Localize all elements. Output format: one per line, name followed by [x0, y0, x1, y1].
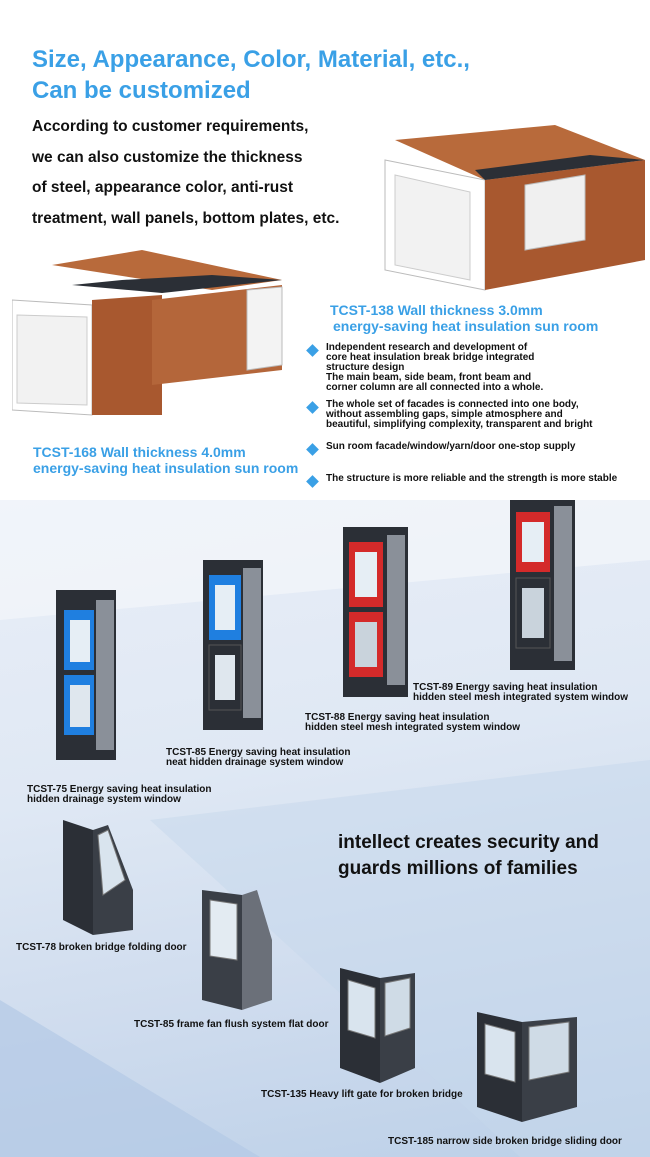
feature-text: Independent research and development of … [326, 342, 544, 393]
diamond-bullet-icon [306, 475, 319, 488]
tcst138-caption-line-1: TCST-138 Wall thickness 3.0mm [330, 302, 543, 318]
feature-text: Sun room facade/window/yarn/door one-sto… [326, 441, 576, 452]
feature-item: The whole set of facades is connected in… [306, 400, 646, 430]
intro-line: According to customer requirements, [32, 118, 309, 135]
tcst78-door-image [63, 820, 133, 935]
tcst168-caption-line-2: energy-saving heat insulation sun room [33, 460, 299, 476]
feature-item: The structure is more reliable and the s… [306, 473, 646, 488]
tcst89-window-image [510, 500, 575, 670]
tcst78-door-label: TCST-78 broken bridge folding door [16, 942, 187, 953]
tcst185-door-image [477, 1012, 577, 1122]
tcst185-door-label: TCST-185 narrow side broken bridge slidi… [388, 1136, 622, 1147]
diamond-bullet-icon [306, 344, 319, 357]
diamond-bullet-icon [306, 443, 319, 456]
tcst135-door-label: TCST-135 Heavy lift gate for broken brid… [261, 1089, 463, 1100]
tcst88-window-label: TCST-88 Energy saving heat insulation hi… [305, 712, 521, 733]
intro-text: According to customer requirements, we c… [32, 112, 340, 234]
tcst88-window-image [343, 527, 408, 697]
title-line-1: Size, Appearance, Color, Material, etc., [32, 46, 470, 73]
intro-line: treatment, wall panels, bottom plates, e… [32, 209, 340, 227]
feature-text: The structure is more reliable and the s… [326, 473, 618, 484]
tcst85-door-label: TCST-85 frame fan flush system flat door [134, 1019, 329, 1030]
feature-text: The whole set of facades is connected in… [326, 399, 593, 430]
tcst168-caption-line-1: TCST-168 Wall thickness 4.0mm [33, 444, 246, 460]
feature-item: Sun room facade/window/yarn/door one-sto… [306, 441, 646, 456]
tcst75-window-image [56, 590, 116, 760]
page-title: Size, Appearance, Color, Material, etc.,… [32, 44, 470, 106]
intro-line: we can also customize the thickness [32, 148, 303, 166]
tcst138-beam-image [384, 125, 645, 291]
tcst85-window-image [203, 560, 263, 730]
tcst85-door-image [202, 890, 272, 1010]
diamond-bullet-icon [306, 401, 319, 414]
tcst85-window-label: TCST-85 Energy saving heat insulation ne… [166, 747, 351, 768]
tcst75-window-label: TCST-75 Energy saving heat insulation hi… [27, 784, 212, 805]
intro-line: of steel, appearance color, anti-rust [32, 179, 293, 196]
slogan: intellect creates security and guards mi… [338, 832, 599, 879]
tcst138-caption: TCST-138 Wall thickness 3.0mm energy-sav… [330, 302, 598, 334]
tcst168-caption: TCST-168 Wall thickness 4.0mm energy-sav… [33, 444, 298, 476]
tcst168-corner-image [12, 250, 283, 416]
tcst138-caption-line-2: energy-saving heat insulation sun room [333, 318, 599, 334]
feature-item: Independent research and development of … [306, 343, 646, 393]
title-line-2: Can be customized [32, 77, 251, 104]
tcst135-door-image [340, 968, 415, 1083]
tcst89-window-label: TCST-89 Energy saving heat insulation hi… [413, 682, 629, 703]
